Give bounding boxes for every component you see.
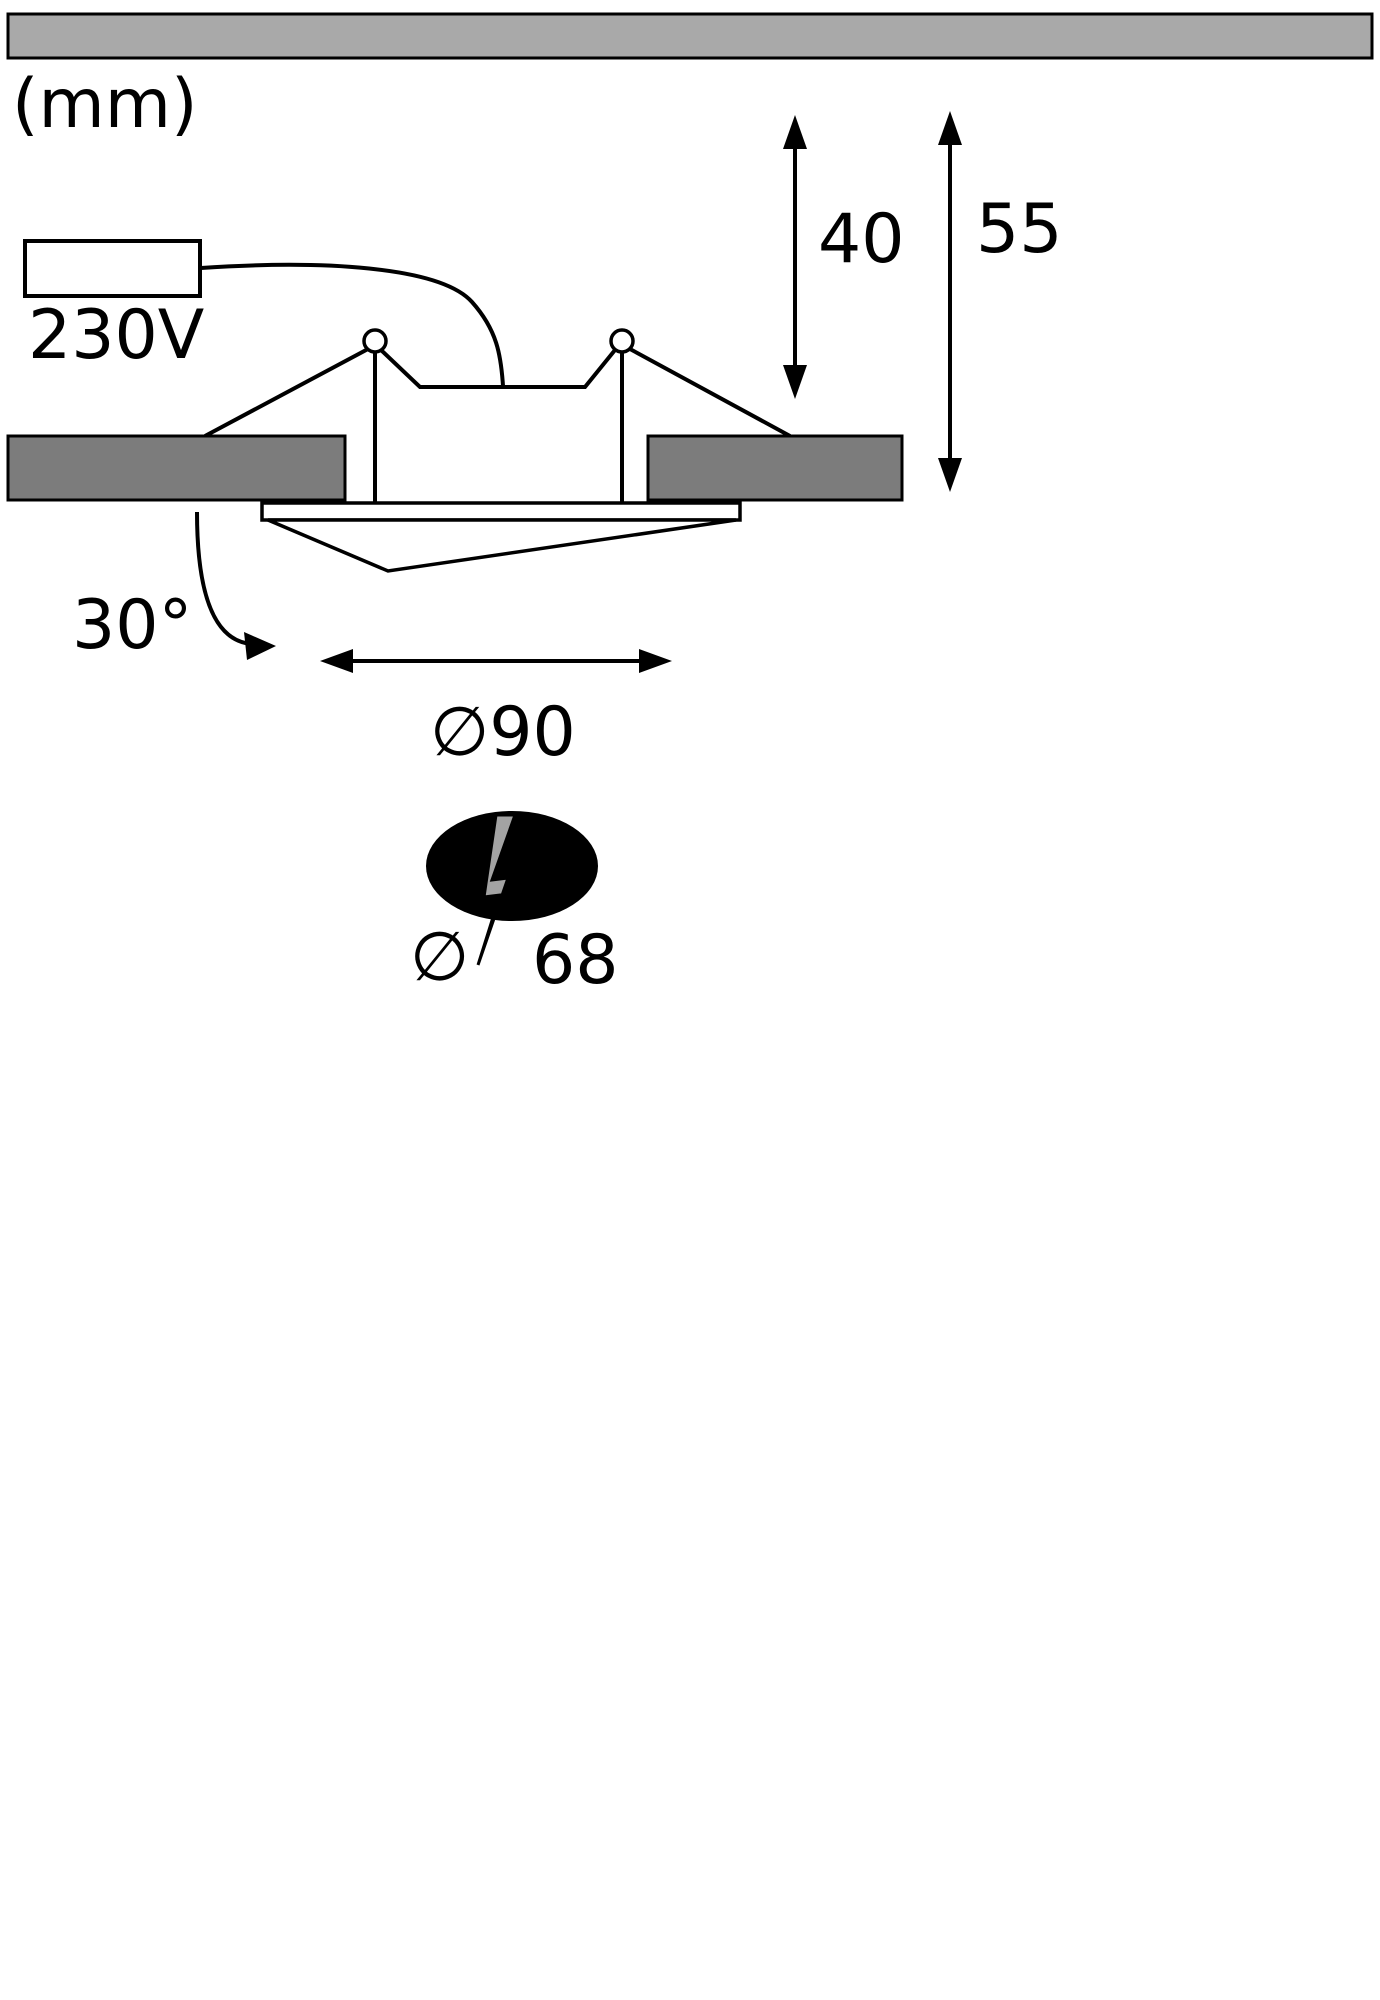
dimension-40: 40 — [783, 115, 905, 399]
left-spring — [204, 347, 369, 438]
dimension-40-arrow-down — [783, 365, 807, 399]
trim-flange — [260, 501, 742, 522]
supply-wire — [200, 262, 505, 387]
right-spring — [629, 347, 791, 438]
dimension-55-arrow-down — [938, 458, 962, 492]
tilted-spot-face — [267, 518, 737, 573]
mains-supply: 230V — [23, 239, 505, 387]
cutout-diameter-symbol: ∅ — [410, 918, 469, 997]
ceiling-bar — [6, 12, 1374, 60]
cutout-ellipse — [426, 811, 598, 921]
cutout-diameter-value: 68 — [532, 921, 619, 1000]
dimension-55-arrow-up — [938, 111, 962, 145]
housing-top-opening — [379, 348, 617, 389]
tilt-angle-label: 30° — [72, 586, 193, 665]
diameter-90-arrow-right — [639, 649, 672, 673]
ceiling-section-left — [6, 434, 347, 502]
lightning-bolt-icon — [476, 813, 518, 966]
diameter-90-label: ∅90 — [430, 693, 576, 772]
dimension-40-arrow-up — [783, 115, 807, 149]
diameter-90-arrow-left — [320, 649, 353, 673]
unit-label: (mm) — [12, 65, 198, 144]
transformer-box — [23, 239, 202, 298]
dimension-55-label: 55 — [976, 190, 1063, 269]
recessed-housing — [204, 328, 791, 503]
tilt-arc-arrow — [244, 632, 276, 660]
tilt-angle-30: 30° — [72, 511, 276, 665]
trim-ring — [260, 501, 742, 573]
diameter-90: ∅90 — [320, 649, 672, 772]
right-pivot — [609, 328, 635, 354]
left-pivot — [362, 328, 388, 354]
dimension-40-label: 40 — [818, 200, 905, 279]
cutout-diameter-68: ∅ 68 — [410, 811, 619, 1000]
voltage-label: 230V — [28, 296, 204, 375]
ceiling-section-right — [646, 434, 904, 502]
tilt-arc — [195, 511, 253, 646]
dimension-55: 55 — [938, 111, 1063, 492]
